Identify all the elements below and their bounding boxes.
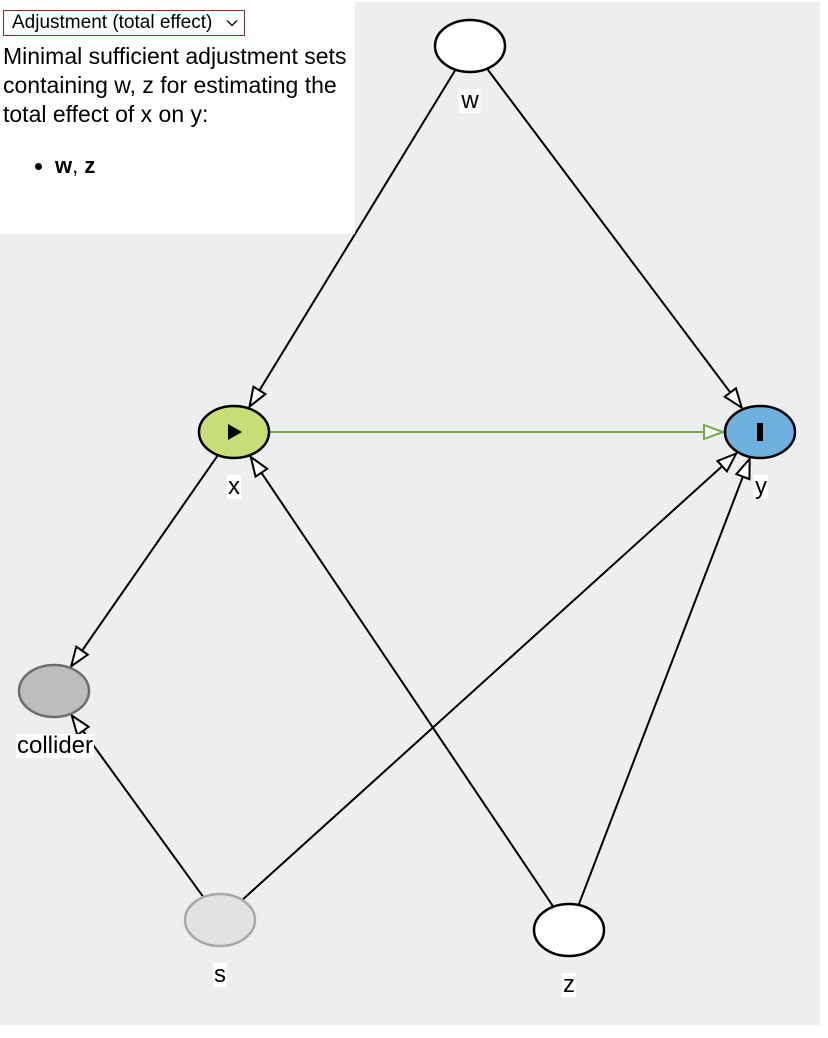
edge-z-x[interactable] — [249, 454, 554, 907]
node-label: y — [755, 473, 767, 500]
node-label-background — [754, 475, 768, 499]
node-label-background — [459, 89, 481, 113]
edges-layer — [69, 68, 751, 907]
play-icon — [228, 424, 242, 440]
node-label: x — [228, 473, 240, 500]
edge-line — [258, 70, 456, 391]
edge-x-y[interactable] — [270, 423, 726, 441]
node-y[interactable]: y — [723, 404, 797, 500]
info-panel: Adjustment (total effect) Minimal suffic… — [0, 0, 355, 234]
node-label: z — [563, 971, 575, 998]
node-label-background — [562, 973, 576, 997]
node-ellipse — [433, 18, 507, 74]
adjustment-set-item: w, z — [55, 153, 355, 179]
edge-arrowhead — [248, 385, 268, 410]
edge-z-y[interactable] — [578, 456, 751, 905]
node-ellipse — [183, 892, 257, 948]
edge-line — [82, 730, 204, 897]
edge-line — [242, 465, 723, 900]
node-label-background — [227, 475, 241, 499]
edge-arrowhead — [734, 456, 751, 481]
set-separator: , — [72, 153, 85, 178]
edge-arrowhead — [70, 713, 91, 737]
adjustment-description: Minimal sufficient adjustment sets conta… — [3, 43, 347, 127]
node-label-background — [15, 734, 95, 758]
mode-select-label: Adjustment (total effect) — [12, 12, 213, 33]
adjustment-sets-list: w, z — [3, 153, 355, 179]
edge-w-x[interactable] — [248, 70, 456, 410]
edge-line — [486, 68, 732, 394]
edge-line — [260, 472, 554, 907]
node-label: collider — [17, 732, 93, 759]
edge-line — [81, 455, 219, 652]
node-ellipse — [17, 663, 91, 719]
node-label: s — [214, 961, 226, 988]
node-label: w — [460, 87, 479, 114]
adjustment-set-variable-z: z — [84, 153, 96, 178]
edge-s-collider[interactable] — [70, 713, 204, 897]
chevron-down-icon — [226, 20, 238, 27]
edge-arrowhead — [722, 386, 744, 411]
edge-arrowhead — [715, 451, 739, 474]
edge-s-y[interactable] — [242, 451, 739, 900]
node-w[interactable]: w — [433, 18, 507, 114]
nodes-layer: w x y collider s z — [15, 18, 797, 998]
node-collider[interactable]: collider — [15, 663, 95, 759]
node-s[interactable]: s — [183, 892, 257, 988]
adjustment-set-variable-w: w — [55, 153, 73, 178]
edge-arrowhead — [249, 454, 269, 479]
edge-line — [578, 476, 744, 905]
node-ellipse — [532, 902, 606, 958]
bar-icon — [757, 423, 763, 441]
edge-arrowhead — [703, 423, 726, 441]
node-z[interactable]: z — [532, 902, 606, 998]
edge-arrowhead — [69, 645, 90, 669]
mode-select[interactable]: Adjustment (total effect) — [3, 10, 246, 36]
node-x[interactable]: x — [197, 404, 271, 500]
edge-w-y[interactable] — [486, 68, 744, 411]
edge-x-collider[interactable] — [69, 455, 219, 669]
node-label-background — [213, 963, 227, 987]
